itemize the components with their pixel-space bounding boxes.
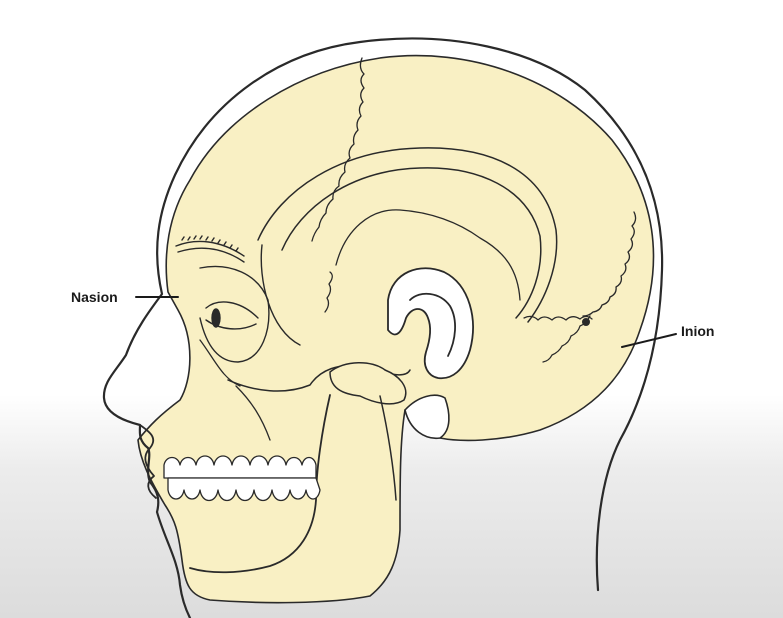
eye <box>199 265 270 363</box>
mandible <box>189 394 331 574</box>
nasion-label: Nasion <box>71 289 118 305</box>
eyelid-lower <box>205 319 257 330</box>
ear <box>387 267 474 380</box>
brow-ridge <box>175 235 245 263</box>
temporal-bone-upper <box>260 244 301 346</box>
temporal-line-outer <box>257 147 558 323</box>
eyelid-upper <box>205 301 259 319</box>
temporal-line-inner <box>281 167 542 319</box>
occipital-suture <box>523 315 593 321</box>
inion-point <box>582 318 590 326</box>
lambdoid-suture-lower <box>542 315 591 363</box>
head-outline <box>102 37 664 618</box>
ear-inner <box>409 292 456 357</box>
inion-label: Inion <box>681 323 715 339</box>
iris <box>211 308 221 328</box>
lambdoid-suture <box>582 211 637 317</box>
teeth <box>163 455 321 502</box>
coronal-suture <box>311 57 365 242</box>
mandible-ramus <box>379 395 397 501</box>
lower-teeth <box>167 477 321 502</box>
mastoid-process <box>404 394 450 439</box>
upper-teeth <box>163 455 317 479</box>
ear-outer <box>387 267 474 380</box>
lips <box>139 424 157 499</box>
zygomatic-process <box>329 362 407 405</box>
orbit-outline <box>199 265 270 363</box>
squamous-suture <box>324 209 521 313</box>
inion-leader-line <box>621 333 677 348</box>
face-line-nose <box>199 339 271 441</box>
